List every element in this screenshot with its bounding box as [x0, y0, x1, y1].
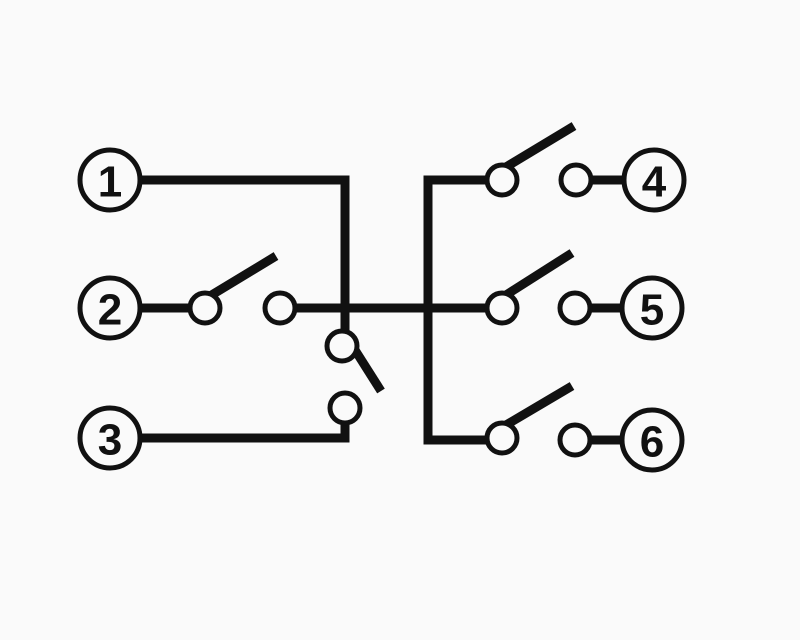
terminal-1: 1	[77, 147, 143, 213]
contact-circle	[327, 390, 363, 426]
wire-right-bus	[423, 175, 487, 445]
terminal-circle	[77, 275, 143, 341]
terminal-circle	[619, 275, 685, 341]
switch-lever-6	[503, 382, 575, 429]
terminal-2: 2	[77, 275, 143, 341]
switch-lever-2	[207, 252, 279, 300]
terminal-label: 4	[642, 158, 667, 207]
terminal-3: 3	[77, 405, 143, 471]
contacts	[187, 162, 594, 458]
terminal-6: 6	[619, 407, 685, 473]
contact-circle	[262, 290, 298, 326]
terminal-circle	[621, 147, 687, 213]
switch-lever-5	[503, 249, 575, 299]
contact-circle	[484, 162, 520, 198]
terminal-5: 5	[619, 275, 685, 341]
contact-circle	[484, 420, 520, 456]
switch-lever-4	[503, 122, 577, 171]
wire-terminal-1	[140, 175, 350, 331]
wires	[140, 175, 624, 445]
contact-circle	[558, 162, 594, 198]
terminal-circle	[77, 405, 143, 471]
wire-terminal-3	[140, 423, 350, 443]
contact-circle	[324, 328, 360, 364]
terminal-label: 2	[98, 286, 122, 335]
contact-circle	[187, 290, 223, 326]
contact-circle	[557, 290, 593, 326]
switch-lever-1-3	[351, 347, 385, 394]
terminal-circle	[619, 407, 685, 473]
contact-circle	[484, 290, 520, 326]
contact-circle	[557, 422, 593, 458]
terminal-circle	[77, 147, 143, 213]
terminal-label: 6	[640, 418, 664, 467]
terminal-label: 1	[98, 158, 122, 207]
switch-levers	[207, 122, 577, 429]
terminal-label: 3	[98, 416, 122, 465]
terminal-4: 4	[621, 147, 687, 213]
terminal-label: 5	[640, 286, 664, 335]
